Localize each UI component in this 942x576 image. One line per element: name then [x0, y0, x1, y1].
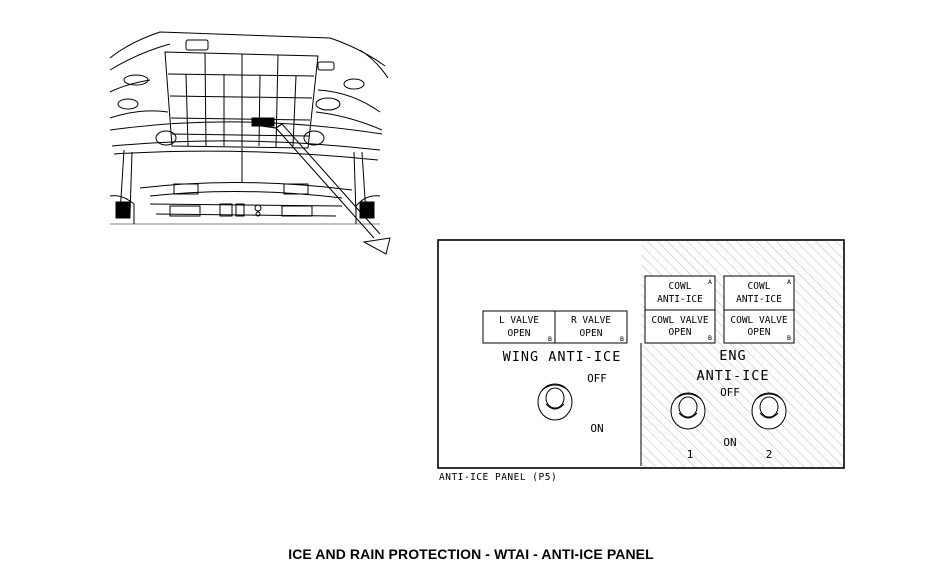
- eng1-cowl-valve-label: COWL VALVE: [651, 315, 708, 326]
- eng1-mark-a: A: [708, 278, 712, 286]
- eng2-cowl-valve-state: OPEN: [748, 327, 771, 338]
- page-title: ICE AND RAIN PROTECTION - WTAI - ANTI-IC…: [288, 546, 654, 562]
- r-valve-open-light: R VALVE OPEN B: [554, 310, 628, 344]
- eng2-cowl-valve-open-light: COWL VALVE OPEN B: [723, 309, 795, 344]
- eng2-cowl-anti-ice-light: COWL ANTI-ICE A: [723, 275, 795, 311]
- r-valve-label: R VALVE: [571, 315, 611, 326]
- l-valve-state: OPEN: [508, 328, 531, 339]
- eng-off-label: OFF: [720, 386, 740, 399]
- wing-anti-ice-heading: WING ANTI-ICE: [503, 349, 622, 365]
- eng2-cowl-label: COWL: [748, 281, 771, 292]
- cockpit-locator-illustration: [109, 31, 389, 225]
- eng1-cowl-valve-open-light: COWL VALVE OPEN B: [644, 309, 716, 344]
- wing-on-label: ON: [590, 422, 603, 435]
- eng-anti-ice-heading: ANTI-ICE: [696, 368, 769, 384]
- wing-off-label: OFF: [587, 372, 607, 385]
- eng1-cowl-anti-ice-light: COWL ANTI-ICE A: [644, 275, 716, 311]
- eng2-mark-b: B: [787, 334, 791, 342]
- l-valve-mark: B: [548, 335, 552, 343]
- eng1-cowl-label: COWL: [669, 281, 692, 292]
- eng-on-label: ON: [723, 436, 736, 449]
- eng1-anti-ice-label: ANTI-ICE: [657, 294, 703, 305]
- panel-caption: ANTI-ICE PANEL (P5): [439, 472, 558, 483]
- l-valve-label: L VALVE: [499, 315, 539, 326]
- eng1-mark-b: B: [708, 334, 712, 342]
- locator-arrow: [261, 123, 391, 255]
- eng-heading: ENG: [719, 348, 746, 364]
- r-valve-mark: B: [620, 335, 624, 343]
- anti-ice-panel: L VALVE OPEN B R VALVE OPEN B WING ANTI-…: [437, 239, 845, 469]
- wing-anti-ice-switch[interactable]: [537, 383, 573, 421]
- r-valve-state: OPEN: [580, 328, 603, 339]
- eng2-cowl-valve-label: COWL VALVE: [730, 315, 787, 326]
- eng2-mark-a: A: [787, 278, 791, 286]
- l-valve-open-light: L VALVE OPEN B: [482, 310, 556, 344]
- eng-switch-1-label: 1: [687, 448, 694, 461]
- eng1-anti-ice-switch[interactable]: [670, 392, 706, 430]
- eng-switch-2-label: 2: [766, 448, 773, 461]
- eng1-cowl-valve-state: OPEN: [669, 327, 692, 338]
- eng2-anti-ice-label: ANTI-ICE: [736, 294, 782, 305]
- eng2-anti-ice-switch[interactable]: [751, 392, 787, 430]
